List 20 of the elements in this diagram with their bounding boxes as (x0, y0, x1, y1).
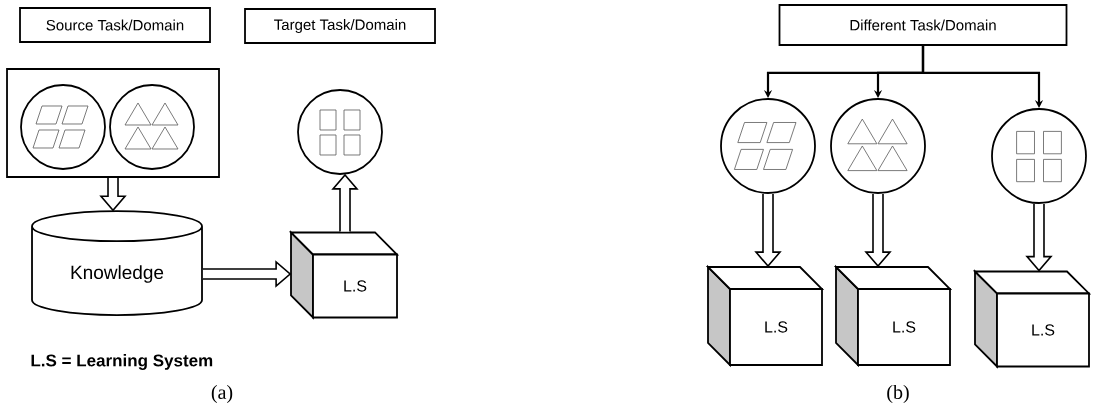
circle (830, 98, 926, 194)
circle (109, 84, 195, 170)
cylinder: Knowledge (31, 210, 203, 316)
block-arrow (754, 193, 782, 268)
block-arrow (202, 260, 292, 288)
circle (991, 108, 1087, 204)
circle (720, 98, 816, 194)
block-arrow (331, 173, 359, 233)
panel-label: (a) (211, 384, 233, 404)
block-arrow (99, 177, 127, 212)
circle (297, 89, 383, 175)
text-box: Different Task/Domain (778, 4, 1068, 46)
legend-note: L.S = Learning System (31, 354, 213, 370)
container-box (6, 68, 220, 178)
circle (20, 84, 106, 170)
text-box: Source Task/Domain (19, 7, 211, 43)
block-arrow (1025, 203, 1053, 272)
block-arrow (864, 193, 892, 268)
panel-label: (b) (887, 384, 909, 404)
text-box: Target Task/Domain (244, 8, 436, 44)
